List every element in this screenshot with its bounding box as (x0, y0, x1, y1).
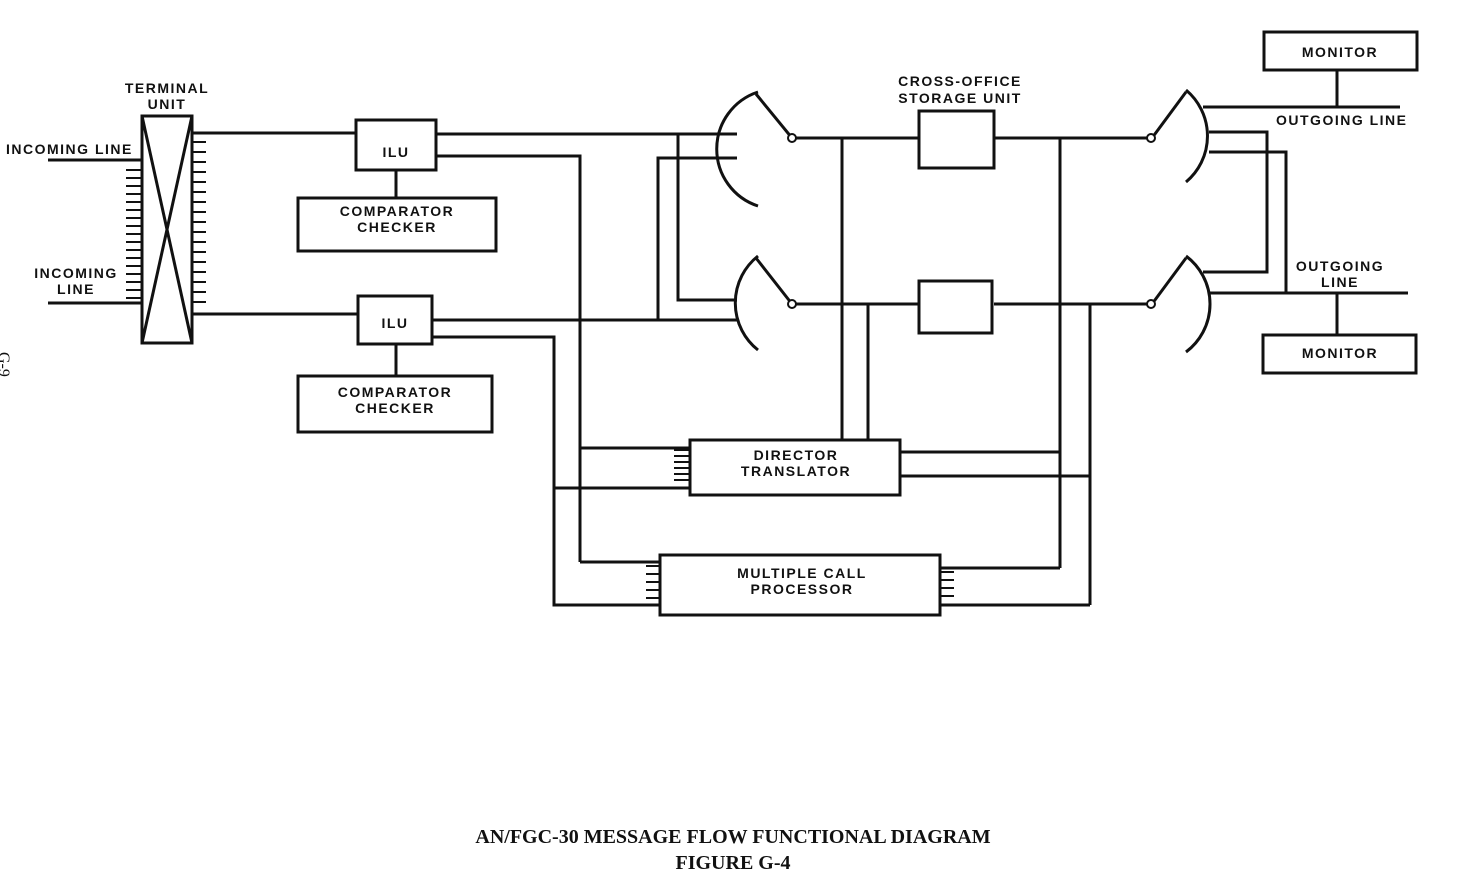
switch-contact-dot (1146, 133, 1156, 143)
cross-office-storage-label: CROSS-OFFICE (898, 73, 1022, 89)
multiple-call-processor-label: MULTIPLE CALL (737, 565, 867, 581)
outgoing-line-top-label: OUTGOING LINE (1276, 112, 1408, 128)
terminal-unit-block (140, 114, 194, 345)
line-out-cross-a (1203, 130, 1269, 274)
switch-right-bottom-arc (1185, 254, 1212, 354)
monitor-bottom-label: MONITOR (1302, 345, 1378, 361)
terminal-unit-label: UNIT (148, 96, 187, 112)
director-ticks (674, 449, 690, 481)
switch-left-top-blade (754, 93, 794, 139)
line-out-cross-b (1209, 150, 1288, 293)
multiple-call-processor-label: PROCESSOR (751, 581, 854, 597)
incoming-line-bottom-label: LINE (57, 281, 95, 297)
caption-figure: FIGURE G-4 (675, 852, 791, 874)
comparator-checker-bottom-label: COMPARATOR (338, 384, 453, 400)
ilu-bottom-label: ILU (381, 315, 408, 331)
switch-contact-dot (787, 133, 797, 143)
comparator-checker-top-label: CHECKER (357, 219, 437, 235)
switch-contact-dot (1146, 299, 1156, 309)
cross-office-storage-unit-bottom (917, 279, 994, 335)
multiple-call-processor-box (658, 553, 942, 617)
terminal-unit-cross-b (140, 115, 194, 344)
director-translator-label: DIRECTOR (754, 447, 839, 463)
cross-office-storage-label: STORAGE UNIT (898, 90, 1022, 106)
outgoing-line-bottom-label: OUTGOING (1296, 258, 1384, 274)
switch-right-top-blade (1150, 91, 1188, 139)
switch-left-bottom-blade (754, 257, 794, 305)
outgoing-line-bottom-label: LINE (1321, 274, 1359, 290)
director-translator-label: TRANSLATOR (741, 463, 851, 479)
switch-contact-dot (787, 299, 797, 309)
terminal-ticks-left (126, 169, 142, 299)
caption-title: AN/FGC-30 MESSAGE FLOW FUNCTIONAL DIAGRA… (475, 826, 991, 848)
switch-left-top-arc (715, 90, 759, 208)
monitor-top-label: MONITOR (1302, 44, 1378, 60)
line-ilu-bottom-to-mcp (432, 335, 660, 607)
comparator-checker-bottom-box (296, 374, 494, 434)
monitor-top-box (1262, 30, 1419, 72)
line-switch-cross-b (656, 156, 737, 320)
switch-left-bottom-arc (733, 254, 759, 352)
terminal-ticks-right (192, 141, 206, 303)
switch-right-bottom-blade (1150, 257, 1188, 305)
line-switch-cross-a (676, 134, 737, 302)
comparator-checker-bottom-label: CHECKER (355, 400, 435, 416)
line-ilu-top-to-director (436, 154, 690, 450)
switch-right-top-arc (1185, 88, 1209, 184)
mcp-ticks-left (646, 565, 660, 599)
mcp-ticks-right (940, 571, 954, 597)
monitor-bottom-box (1261, 333, 1418, 375)
cross-office-storage-unit-top (917, 109, 996, 170)
terminal-unit-label: TERMINAL (125, 80, 209, 96)
comparator-checker-top-label: COMPARATOR (340, 203, 455, 219)
incoming-line-bottom-label: INCOMING (34, 265, 118, 281)
incoming-line-top-label: INCOMING LINE (6, 141, 133, 157)
comparator-checker-top-box (296, 196, 498, 253)
ilu-top-label: ILU (382, 144, 409, 160)
page-number: G-9 (0, 352, 12, 377)
